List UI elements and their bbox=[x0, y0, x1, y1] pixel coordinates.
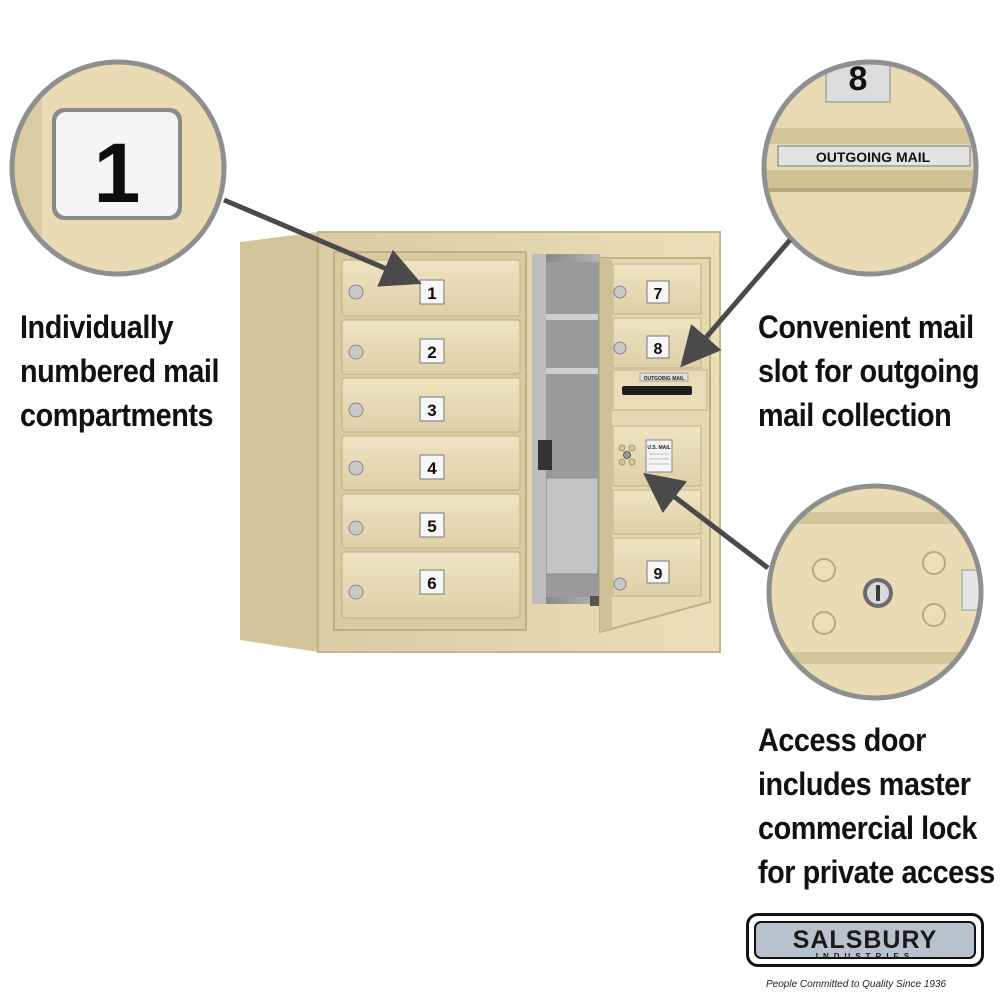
mail-door[interactable]: 3 bbox=[341, 377, 521, 433]
callout-access-door bbox=[766, 483, 984, 701]
door-number: 4 bbox=[427, 459, 437, 478]
mail-door[interactable]: 7 bbox=[612, 263, 702, 315]
caption-numbered: Individually numbered mail compartments bbox=[20, 309, 219, 433]
brand-logo: SALSBURY INDUSTRIES bbox=[746, 913, 990, 971]
tile-number: 1 bbox=[94, 126, 141, 220]
brand-tagline: People Committed to Quality Since 1936 bbox=[766, 979, 947, 990]
callout-outgoing-slot: 8 OUTGOING MAIL bbox=[761, 59, 979, 277]
access-door[interactable]: U.S. MAIL bbox=[612, 425, 702, 487]
mail-door[interactable]: 1 bbox=[341, 259, 521, 317]
mail-door[interactable]: 4 bbox=[341, 435, 521, 491]
tile-number: 8 bbox=[849, 60, 868, 98]
left-door-column: 1 2 3 4 5 6 bbox=[341, 259, 521, 619]
mail-door[interactable]: 2 bbox=[341, 319, 521, 375]
mail-door[interactable]: 9 bbox=[612, 537, 702, 597]
door-number: 2 bbox=[427, 343, 436, 362]
arrow-to-door-1 bbox=[223, 197, 422, 287]
door-number: 9 bbox=[654, 566, 663, 583]
brand-sub: INDUSTRIES bbox=[815, 952, 915, 961]
door-number: 8 bbox=[654, 341, 663, 358]
right-door-column: 7 8 OUTGOING MAIL U.S. MAIL bbox=[599, 257, 711, 634]
outgoing-mail-slot[interactable]: OUTGOING MAIL bbox=[612, 369, 708, 411]
mail-door[interactable]: 8 bbox=[612, 317, 702, 369]
open-interior bbox=[532, 254, 604, 606]
callout-numbered-compartment: 1 bbox=[9, 59, 227, 277]
caption-outgoing: Convenient mail slot for outgoing mail c… bbox=[758, 309, 980, 433]
pointer-arrows bbox=[223, 197, 792, 570]
door-number: 6 bbox=[427, 574, 436, 593]
arrow-to-access-door bbox=[643, 472, 770, 570]
brand-name: SALSBURY bbox=[792, 926, 938, 954]
lock-icon bbox=[863, 578, 893, 608]
access-label: U.S. MAIL bbox=[647, 445, 670, 451]
mail-door[interactable]: 5 bbox=[341, 493, 521, 549]
caption-access: Access door includes master commercial l… bbox=[758, 722, 995, 890]
door-number: 5 bbox=[427, 517, 436, 536]
slot-label: OUTGOING MAIL bbox=[644, 376, 685, 382]
door-number: 7 bbox=[654, 286, 663, 303]
mail-door[interactable]: 6 bbox=[341, 551, 521, 619]
outgoing-mail-label: OUTGOING MAIL bbox=[816, 149, 931, 165]
door-number: 1 bbox=[427, 284, 436, 303]
arrow-to-outgoing-slot bbox=[680, 238, 792, 368]
door-number: 3 bbox=[427, 401, 436, 420]
